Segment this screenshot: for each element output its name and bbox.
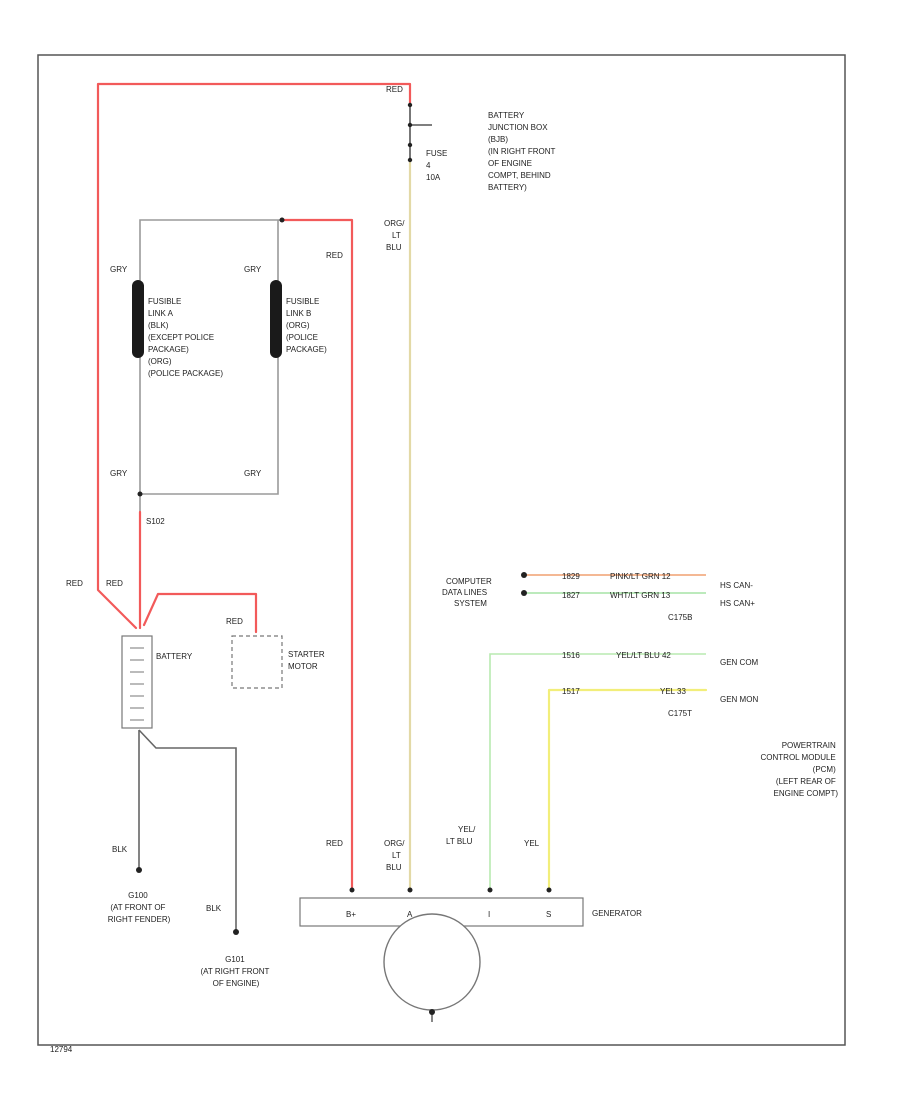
bplus-terminal-dot [349, 887, 355, 893]
i-terminal-dot [487, 887, 493, 893]
fusible-link-icon [270, 280, 282, 358]
data-line-dot-1 [521, 572, 527, 578]
red-bplus-wire [280, 218, 354, 892]
starter-motor-icon [231, 635, 283, 689]
blk-ground-label-2: BLK [206, 904, 222, 913]
red-starter-label: RED [226, 617, 243, 626]
fusible-junction-dot [279, 217, 285, 223]
wire-1829-label: 1829 [562, 572, 580, 581]
hs-can-plus-pin-label: WHT/LT GRN 13 [610, 591, 671, 600]
blk-ground-wire-2 [138, 729, 237, 932]
fuse-dot-2 [407, 157, 413, 163]
gen-mon-label: GEN MON [720, 695, 758, 704]
wire-1827-label: 1827 [562, 591, 580, 600]
bjb-dot-2 [407, 122, 413, 128]
generator-label: GENERATOR [592, 909, 642, 918]
red-starter-wire [142, 592, 258, 634]
yel-pin-label: YEL 33 [660, 687, 686, 696]
yel-wire [547, 688, 708, 892]
generator-icon [383, 913, 481, 1011]
diagram-code-label: 12794 [50, 1045, 73, 1054]
fuse-label: FUSE 4 10A [426, 149, 450, 182]
starter-motor-label: STARTER MOTOR [288, 650, 327, 671]
yel-lt-blu-wire [489, 653, 706, 890]
s102-label: S102 [146, 517, 165, 526]
g101-ground-label: G101 (AT RIGHT FRONT OF ENGINE) [201, 955, 272, 988]
red-generator-label: RED [326, 839, 343, 848]
wire-1517-label: 1517 [562, 687, 580, 696]
gry-label-3: GRY [110, 469, 128, 478]
battery-icon [121, 635, 153, 729]
red-top-label: RED [386, 85, 403, 94]
fusible-link-b-label: FUSIBLE LINK B (ORG) (POLICE PACKAGE) [286, 297, 327, 354]
g100-ground-label: G100 (AT FRONT OF RIGHT FENDER) [108, 891, 171, 924]
ground-icon [429, 1009, 435, 1015]
terminal-s-label: S [546, 910, 551, 919]
red-main-wire [96, 82, 412, 630]
hs-can-plus-label: HS CAN+ [720, 599, 755, 608]
battery-junction-box-label: BATTERY JUNCTION BOX (BJB) (IN RIGHT FRO… [488, 111, 558, 192]
terminal-i-label: I [488, 910, 490, 919]
yel-generator-label: YEL [524, 839, 540, 848]
hs-can-minus-pin-label: PINK/LT GRN 12 [610, 572, 671, 581]
c1757-connector-label: C175T [668, 709, 692, 718]
data-line-dot-2 [521, 590, 527, 596]
org-lt-blu-generator-label: ORG/ LT BLU [384, 839, 407, 872]
g101-ground-dot [233, 929, 239, 935]
s102-splice-dot [137, 491, 143, 497]
fusible-link-icon [132, 280, 144, 358]
hs-can-minus-label: HS CAN- [720, 581, 753, 590]
gry-label-1: GRY [110, 265, 128, 274]
c1756-connector-label: C175B [668, 613, 692, 622]
computer-data-lines-label: COMPUTER DATA LINES SYSTEM [442, 577, 494, 608]
gry-label-4: GRY [244, 469, 262, 478]
battery-label: BATTERY [156, 652, 193, 661]
red-left-label-1: RED [66, 579, 83, 588]
gen-com-label: GEN COM [720, 658, 759, 667]
bjb-dot-1 [407, 102, 413, 108]
red-mid-label: RED [326, 251, 343, 260]
g100-ground-dot [136, 867, 142, 873]
pcm-label: POWERTRAIN CONTROL MODULE (PCM) (LEFT RE… [761, 741, 839, 798]
fusible-link-a-label: FUSIBLE LINK A (BLK) (EXCEPT POLICE PACK… [148, 297, 223, 378]
org-lt-blu-top-label: ORG/ LT BLU [384, 219, 407, 252]
wire-1516-label: 1516 [562, 651, 580, 660]
s-terminal-dot [546, 887, 552, 893]
terminal-bplus-label: B+ [346, 910, 356, 919]
yel-lt-blu-pin-label: YEL/LT BLU 42 [616, 651, 671, 660]
gry-label-2: GRY [244, 265, 262, 274]
terminal-a-label: A [407, 910, 413, 919]
fuse-dot-1 [407, 142, 413, 148]
yel-lt-blu-generator-label: YEL/ LT BLU [446, 825, 478, 846]
a-terminal-dot [407, 887, 413, 893]
diagram-border [37, 54, 846, 1046]
blk-ground-label-1: BLK [112, 845, 128, 854]
red-left-label-2: RED [106, 579, 123, 588]
